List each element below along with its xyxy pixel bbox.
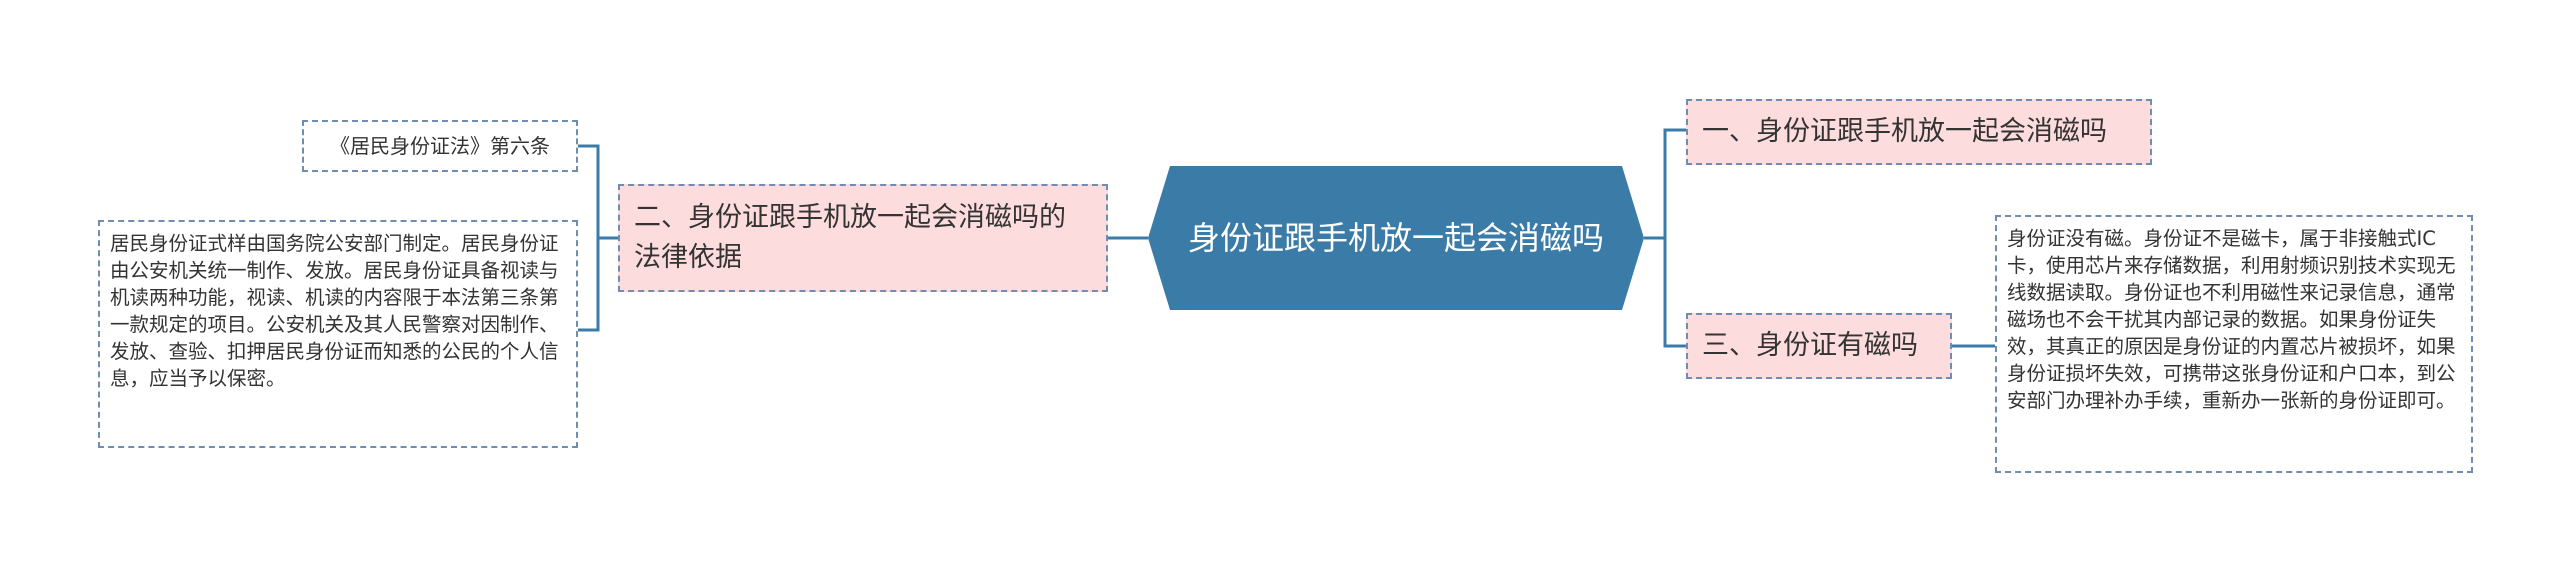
link-center-right-1: [1644, 128, 1686, 240]
branch-demagnetize-question-label: 一、身份证跟手机放一起会消磁吗: [1702, 116, 2107, 147]
leaf-law-reference[interactable]: 《居民身份证法》第六条: [302, 120, 578, 172]
leaf-magnetism-explanation[interactable]: 身份证没有磁。身份证不是磁卡，属于非接触式IC卡，使用芯片来存储数据，利用射频识…: [1995, 215, 2473, 473]
link-left-ref: [578, 144, 618, 240]
branch-has-magnetism-label: 三、身份证有磁吗: [1702, 330, 1918, 361]
leaf-magnetism-explanation-text: 身份证没有磁。身份证不是磁卡，属于非接触式IC卡，使用芯片来存储数据，利用射频识…: [2007, 227, 2456, 412]
branch-has-magnetism[interactable]: 三、身份证有磁吗: [1686, 313, 1952, 379]
link-left-note: [578, 238, 600, 332]
link-center-right-3: [1663, 238, 1686, 348]
branch-legal-basis-label: 二、身份证跟手机放一起会消磁吗的法律依据: [634, 202, 1066, 273]
branch-legal-basis[interactable]: 二、身份证跟手机放一起会消磁吗的法律依据: [618, 184, 1108, 292]
leaf-law-reference-text: 《居民身份证法》第六条: [330, 134, 550, 158]
leaf-law-article-text[interactable]: 居民身份证式样由国务院公安部门制定。居民身份证由公安机关统一制作、发放。居民身份…: [98, 220, 578, 448]
central-topic[interactable]: 身份证跟手机放一起会消磁吗: [1148, 166, 1644, 310]
leaf-law-article-content: 居民身份证式样由国务院公安部门制定。居民身份证由公安机关统一制作、发放。居民身份…: [110, 232, 559, 390]
central-topic-label: 身份证跟手机放一起会消磁吗: [1188, 219, 1605, 257]
branch-demagnetize-question[interactable]: 一、身份证跟手机放一起会消磁吗: [1686, 99, 2152, 165]
central-topic-shape: [1148, 166, 1644, 310]
